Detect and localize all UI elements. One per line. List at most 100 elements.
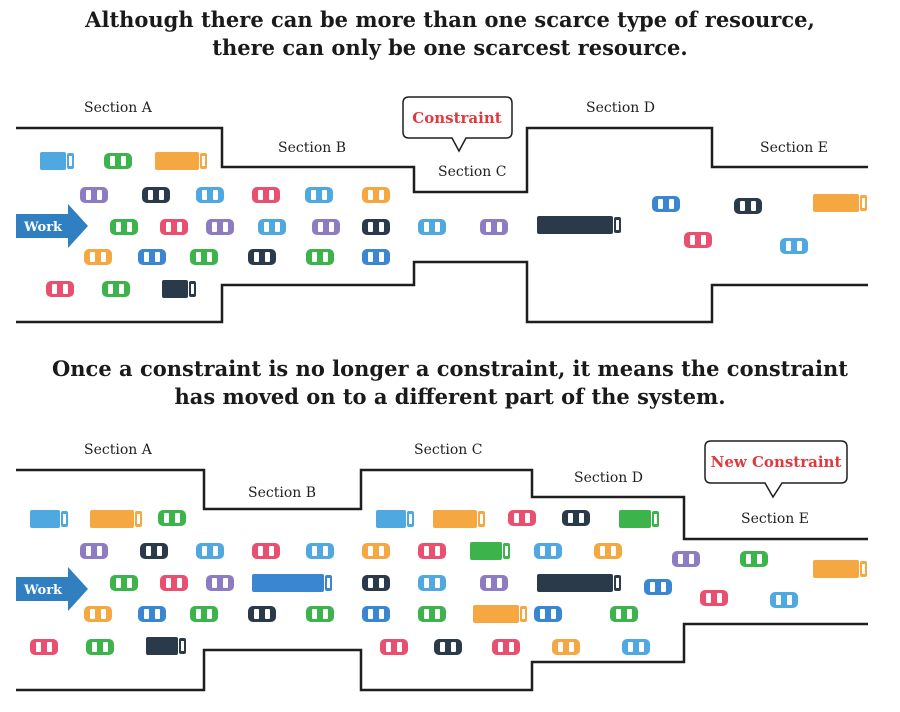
new-constraint-callout-label: New Constraint [711,453,842,471]
car-2-31 [434,639,462,655]
car-1-13 [418,219,446,235]
truck-2-1 [90,510,142,528]
car-2-15 [362,575,390,591]
truck-2-6 [619,510,659,528]
car-1-9 [206,219,234,235]
truck-1-0 [40,152,74,170]
section-e-label-1: Section E [760,140,828,156]
car-2-27 [610,606,638,622]
car-1-5 [305,187,333,203]
truck-1-3 [537,216,621,234]
car-1-18 [248,249,276,265]
work-arrow-2: Work [16,567,88,611]
work-label-1: Work [23,220,63,235]
car-1-11 [312,219,340,235]
car-1-17 [190,249,218,265]
car-2-33 [552,639,580,655]
car-1-15 [84,249,112,265]
car-2-3 [80,543,108,559]
diagram-2-vehicles [30,510,867,655]
car-1-6 [362,187,390,203]
car-1-12 [362,219,390,235]
work-arrow-1: Work [16,204,88,248]
car-2-0 [158,510,186,526]
truck-1-4 [813,194,867,212]
car-2-36 [740,551,768,567]
truck-2-5 [433,510,485,528]
car-2-5 [196,543,224,559]
car-1-3 [196,187,224,203]
car-2-9 [418,543,446,559]
car-2-25 [418,606,446,622]
section-b-label-1: Section B [278,140,346,156]
car-1-22 [102,281,130,297]
work-label-2: Work [23,583,63,598]
car-1-19 [306,249,334,265]
car-1-0 [104,153,132,169]
car-2-17 [480,575,508,591]
car-1-24 [734,198,762,214]
truck-2-0 [30,510,68,528]
truck-2-3 [252,574,332,592]
road-bottom-edge-1 [16,262,868,322]
car-2-8 [362,543,390,559]
truck-2-9 [473,605,527,623]
section-c-label-2: Section C [414,442,482,458]
constraint-callout-label: Constraint [412,109,501,127]
car-1-1 [80,187,108,203]
car-1-8 [160,219,188,235]
car-1-16 [138,249,166,265]
car-2-35 [672,551,700,567]
car-2-23 [306,606,334,622]
car-2-37 [700,590,728,606]
constraint-callout: Constraint [403,97,512,151]
car-2-28 [30,639,58,655]
car-1-7 [110,219,138,235]
car-2-22 [248,606,276,622]
car-2-2 [562,510,590,526]
car-2-38 [770,592,798,608]
car-2-1 [508,510,536,526]
car-2-16 [418,575,446,591]
car-2-34 [622,639,650,655]
truck-2-10 [813,560,867,578]
car-2-19 [84,606,112,622]
truck-2-8 [537,574,621,592]
car-1-14 [480,219,508,235]
car-1-21 [46,281,74,297]
car-2-6 [252,543,280,559]
truck-2-2 [146,637,186,655]
car-1-2 [142,187,170,203]
section-b-label-2: Section B [248,485,316,501]
car-2-18 [644,579,672,595]
car-2-29 [86,639,114,655]
new-constraint-callout: New Constraint [705,441,847,497]
car-2-20 [138,606,166,622]
road-bottom-edge-2 [16,624,868,690]
car-2-32 [492,639,520,655]
car-1-4 [252,187,280,203]
diagram-2: Section A Section B Section C Section D … [16,441,868,690]
car-1-25 [684,232,712,248]
truck-1-1 [155,152,207,170]
car-2-24 [362,606,390,622]
section-c-label-1: Section C [438,164,506,180]
car-2-4 [140,543,168,559]
car-1-20 [362,249,390,265]
car-2-10 [534,543,562,559]
section-d-label-2: Section D [574,470,643,486]
car-2-14 [206,575,234,591]
car-1-10 [258,219,286,235]
section-d-label-1: Section D [586,100,655,116]
truck-2-7 [470,542,510,560]
car-2-26 [534,606,562,622]
car-2-30 [380,639,408,655]
car-2-7 [306,543,334,559]
car-2-13 [160,575,188,591]
car-2-11 [594,543,622,559]
car-2-12 [110,575,138,591]
section-e-label-2: Section E [741,511,809,527]
truck-1-2 [162,280,196,298]
section-a-label-2: Section A [84,442,153,458]
